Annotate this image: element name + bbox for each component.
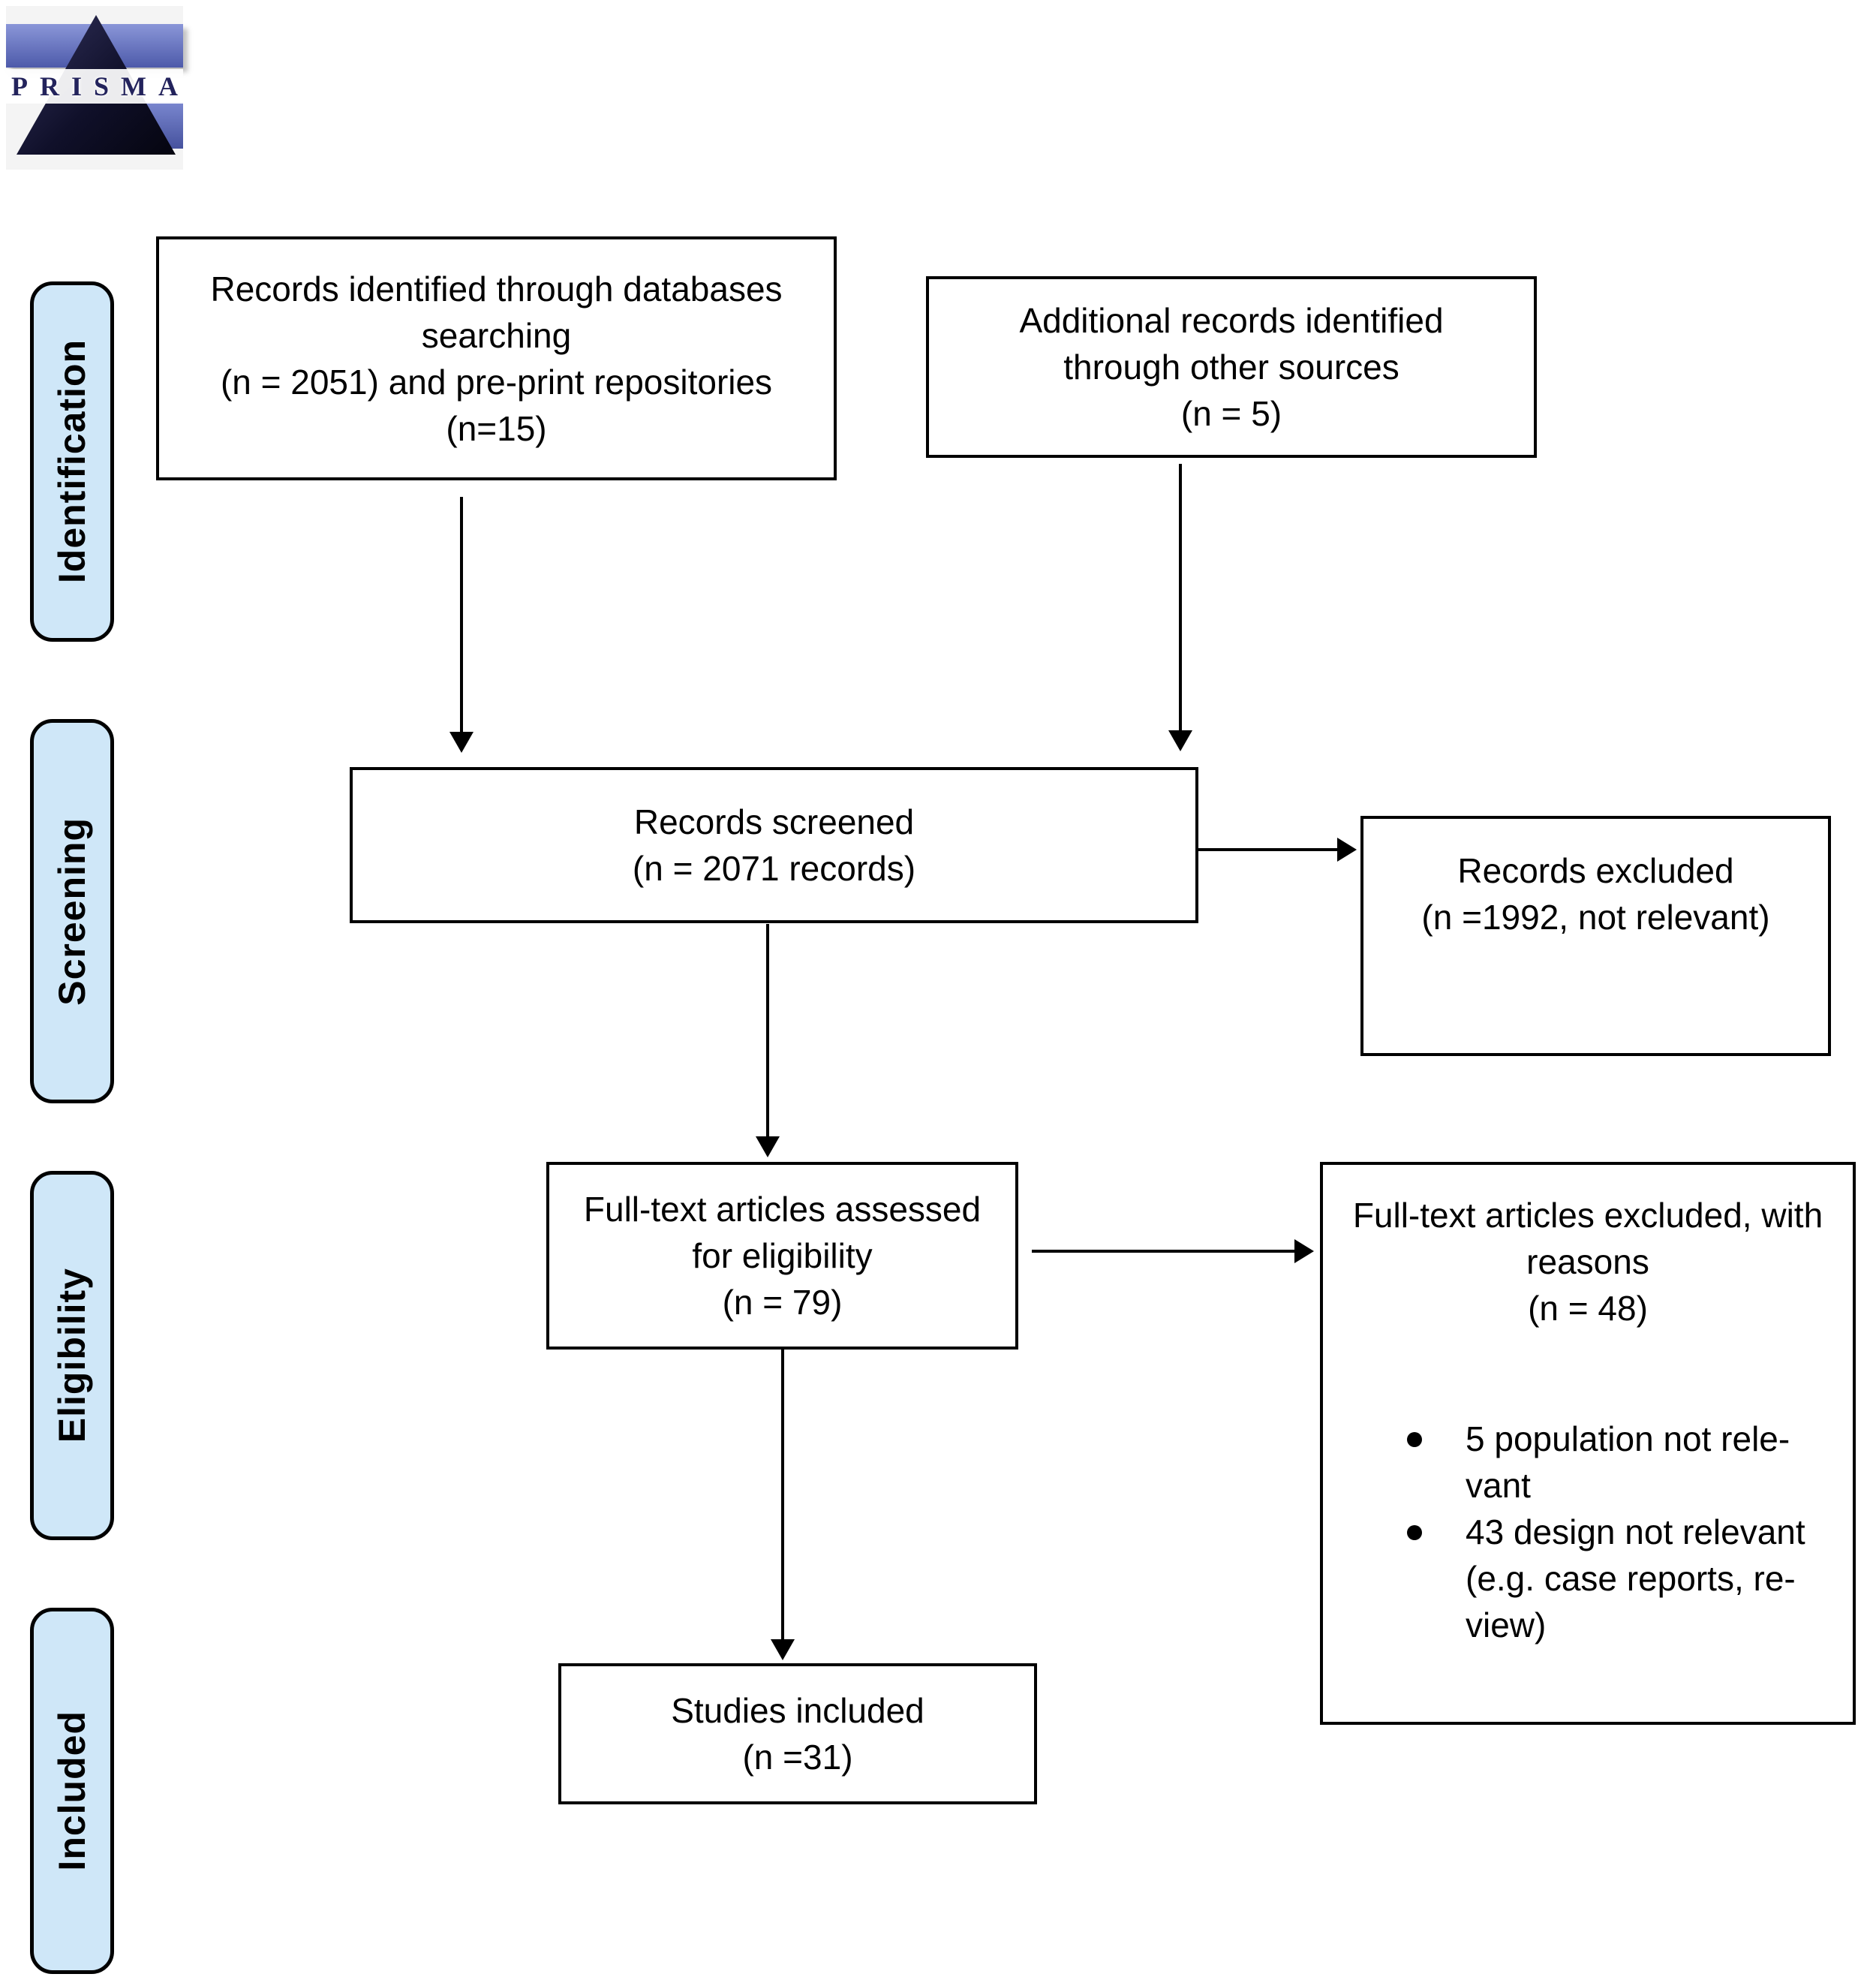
box-additional-records-line: (n = 5) — [1180, 394, 1282, 433]
box-fulltext-assessed-line: (n = 79) — [722, 1283, 843, 1322]
box-studies-included: Studies included (n =31) — [558, 1663, 1037, 1804]
box-studies-included-line: Studies included — [671, 1691, 924, 1730]
box-fulltext-assessed: Full-text articles assessed for eligibil… — [546, 1162, 1018, 1350]
exclusion-reason-line: view) — [1466, 1605, 1547, 1644]
box-records-screened-line: Records screened — [633, 802, 915, 841]
arrow-screened-to-fulltext — [766, 924, 769, 1138]
exclusion-reason-line: vant — [1466, 1466, 1531, 1505]
stage-screening-label: Screening — [51, 817, 93, 1006]
bullet-icon — [1407, 1432, 1422, 1447]
box-records-excluded-line: Records excluded — [1457, 851, 1734, 890]
arrowhead-down-icon — [756, 1136, 780, 1157]
bullet-icon — [1407, 1525, 1422, 1540]
box-additional-records-line: through other sources — [1063, 348, 1399, 387]
arrow-screened-to-excluded — [1198, 848, 1339, 851]
arrow-fulltext-to-included — [781, 1349, 784, 1641]
box-fulltext-assessed-line: for eligibility — [692, 1236, 873, 1275]
stage-identification-label: Identification — [51, 339, 93, 584]
arrow-identified-to-screened — [460, 497, 463, 733]
stage-screening: Screening — [30, 719, 114, 1103]
exclusion-reason-item: 43 design not relevant (e.g. case report… — [1323, 1509, 1853, 1648]
logo-wordmark: PRISMA — [11, 71, 190, 101]
box-fulltext-excluded: Full-text articles excluded, with reason… — [1320, 1162, 1856, 1725]
exclusion-reason-item: 5 population not rele- vant — [1323, 1416, 1853, 1509]
box-records-identified-line: (n = 2051) and pre-print repositories — [220, 362, 773, 402]
box-records-screened: Records screened (n = 2071 records) — [350, 767, 1198, 923]
stage-eligibility-label: Eligibility — [51, 1268, 93, 1443]
box-records-identified-line: (n=15) — [446, 408, 547, 448]
stage-included: Included — [30, 1608, 114, 1974]
logo-text-band: PRISMA — [6, 69, 183, 104]
box-additional-records: Additional records identified through ot… — [926, 276, 1537, 458]
box-records-identified-line: searching — [421, 315, 572, 355]
exclusion-reason-line: 43 design not relevant — [1466, 1512, 1805, 1551]
box-records-identified: Records identified through databases sea… — [156, 236, 837, 480]
stage-included-label: Included — [51, 1711, 93, 1871]
box-fulltext-assessed-line: Full-text articles assessed — [583, 1190, 982, 1229]
exclusion-reason-line: 5 population not rele- — [1466, 1419, 1790, 1458]
exclusion-reason-list: 5 population not rele- vant 43 design no… — [1323, 1416, 1853, 1648]
arrowhead-right-icon — [1337, 838, 1357, 862]
box-studies-included-line: (n =31) — [742, 1738, 853, 1777]
box-records-identified-line: Records identified through databases — [210, 269, 783, 308]
arrowhead-down-icon — [449, 732, 474, 753]
arrowhead-down-icon — [771, 1639, 795, 1660]
box-fulltext-excluded-line: reasons — [1526, 1242, 1649, 1281]
box-fulltext-excluded-line: Full-text articles excluded, with — [1352, 1196, 1823, 1235]
prisma-logo: PRISMA — [6, 6, 183, 170]
arrow-additional-to-screened — [1179, 464, 1182, 732]
arrowhead-down-icon — [1168, 730, 1192, 751]
stage-identification: Identification — [30, 281, 114, 642]
box-fulltext-excluded-line: (n = 48) — [1528, 1289, 1648, 1328]
stage-eligibility: Eligibility — [30, 1171, 114, 1540]
arrowhead-right-icon — [1294, 1239, 1314, 1263]
arrow-fulltext-to-ftexcluded — [1032, 1250, 1296, 1253]
box-records-excluded: Records excluded (n =1992, not relevant) — [1360, 816, 1831, 1056]
box-records-excluded-line: (n =1992, not relevant) — [1421, 898, 1770, 937]
box-records-screened-line: (n = 2071 records) — [632, 849, 916, 888]
exclusion-reason-line: (e.g. case reports, re- — [1466, 1559, 1796, 1598]
box-additional-records-line: Additional records identified — [1019, 301, 1444, 340]
